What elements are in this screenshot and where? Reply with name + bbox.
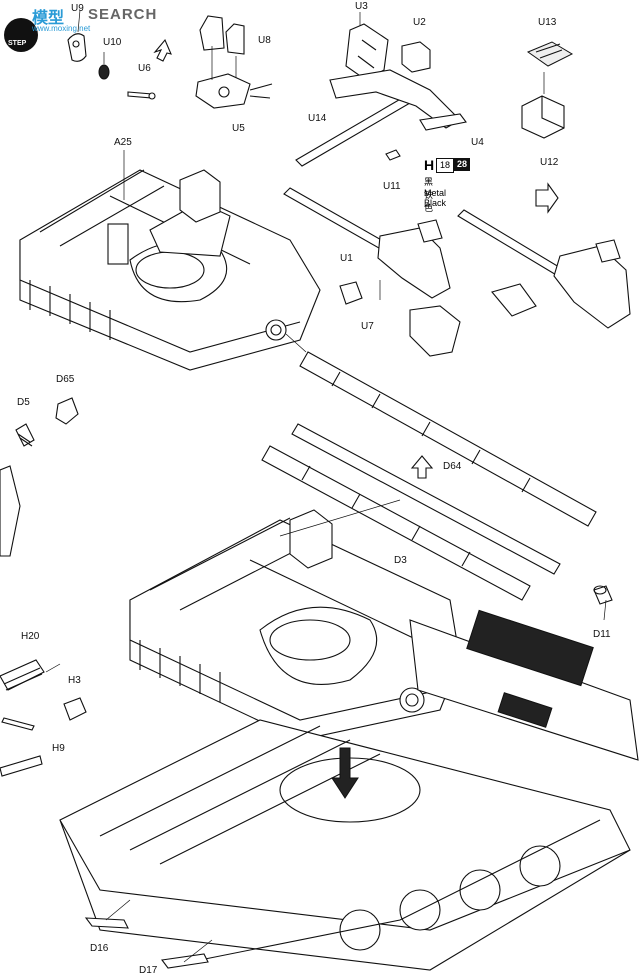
part-u12-box bbox=[521, 72, 565, 139]
paint-name-cn: 黑铁色 bbox=[424, 178, 434, 214]
label-d65: D65 bbox=[56, 374, 75, 385]
arrow-up-right bbox=[153, 38, 172, 62]
step-label: STEP bbox=[8, 40, 27, 47]
label-u10: U10 bbox=[103, 37, 122, 48]
label-h3: H3 bbox=[68, 675, 81, 686]
label-u3: U3 bbox=[355, 1, 368, 12]
part-u8-u5-mount bbox=[195, 15, 273, 109]
part-u10-disc bbox=[98, 52, 110, 80]
label-u6: U6 bbox=[138, 63, 151, 74]
label-h9: H9 bbox=[52, 743, 65, 754]
barrel-d3 bbox=[261, 423, 561, 601]
part-u13-cover bbox=[526, 41, 574, 67]
label-u8: U8 bbox=[258, 35, 271, 46]
part-u6-pin bbox=[127, 91, 156, 100]
label-d11: D11 bbox=[593, 629, 611, 640]
part-u9-bracket bbox=[67, 9, 87, 62]
paint-number-1: 18 bbox=[436, 158, 454, 173]
part-d16 bbox=[84, 917, 129, 929]
label-u13: U13 bbox=[538, 17, 557, 28]
part-d65 bbox=[55, 397, 79, 425]
barrel-d64 bbox=[299, 351, 597, 527]
arrow-down-right bbox=[535, 182, 559, 214]
part-u14-barrel bbox=[295, 69, 467, 167]
part-d11-muzzle bbox=[593, 585, 613, 605]
label-u5: U5 bbox=[232, 123, 245, 134]
label-u11: U11 bbox=[383, 181, 401, 192]
label-a25: A25 bbox=[114, 137, 132, 148]
step-badge bbox=[4, 18, 38, 52]
label-u12: U12 bbox=[540, 157, 559, 168]
label-u1: U1 bbox=[340, 253, 353, 264]
edge-vehicle-fragment bbox=[0, 465, 21, 557]
part-h9 bbox=[1, 717, 35, 731]
paint-number-2: 28 bbox=[454, 158, 470, 171]
label-u7: U7 bbox=[361, 321, 374, 332]
label-d3: D3 bbox=[394, 555, 407, 566]
label-d17: D17 bbox=[139, 965, 158, 976]
leader-lines bbox=[45, 150, 607, 963]
arrow-up bbox=[410, 455, 434, 479]
site-name: 模型 bbox=[32, 8, 65, 27]
paint-name-en: Metal Black bbox=[424, 188, 447, 208]
label-u9: U9 bbox=[71, 3, 84, 14]
turret-upper bbox=[19, 169, 321, 371]
gun-assembly-right bbox=[457, 209, 631, 329]
part-u3-frame bbox=[345, 12, 389, 81]
label-u2: U2 bbox=[413, 17, 426, 28]
part-u11-pin bbox=[385, 149, 401, 161]
label-u14: U14 bbox=[308, 113, 327, 124]
part-h3 bbox=[63, 697, 87, 721]
part-h20-panel bbox=[0, 659, 45, 691]
label-d5: D5 bbox=[17, 397, 30, 408]
search-label: SEARCH bbox=[88, 6, 158, 23]
part-d5 bbox=[15, 423, 35, 447]
arrow-down bbox=[331, 747, 359, 799]
tank-hull bbox=[59, 609, 639, 971]
turret-lower bbox=[129, 509, 461, 741]
label-u4: U4 bbox=[471, 137, 484, 148]
label-d16: D16 bbox=[90, 943, 109, 954]
part-u2-block bbox=[401, 41, 431, 73]
label-d64: D64 bbox=[443, 461, 462, 472]
label-h20: H20 bbox=[21, 631, 40, 642]
watermark-logo: STEP 模型 www.moxing.net SEARCH bbox=[0, 0, 170, 74]
part-edge-plate bbox=[0, 755, 43, 777]
gun-assembly-left bbox=[283, 187, 461, 357]
site-url: www.moxing.net bbox=[32, 24, 91, 33]
paint-code: H bbox=[424, 157, 435, 173]
